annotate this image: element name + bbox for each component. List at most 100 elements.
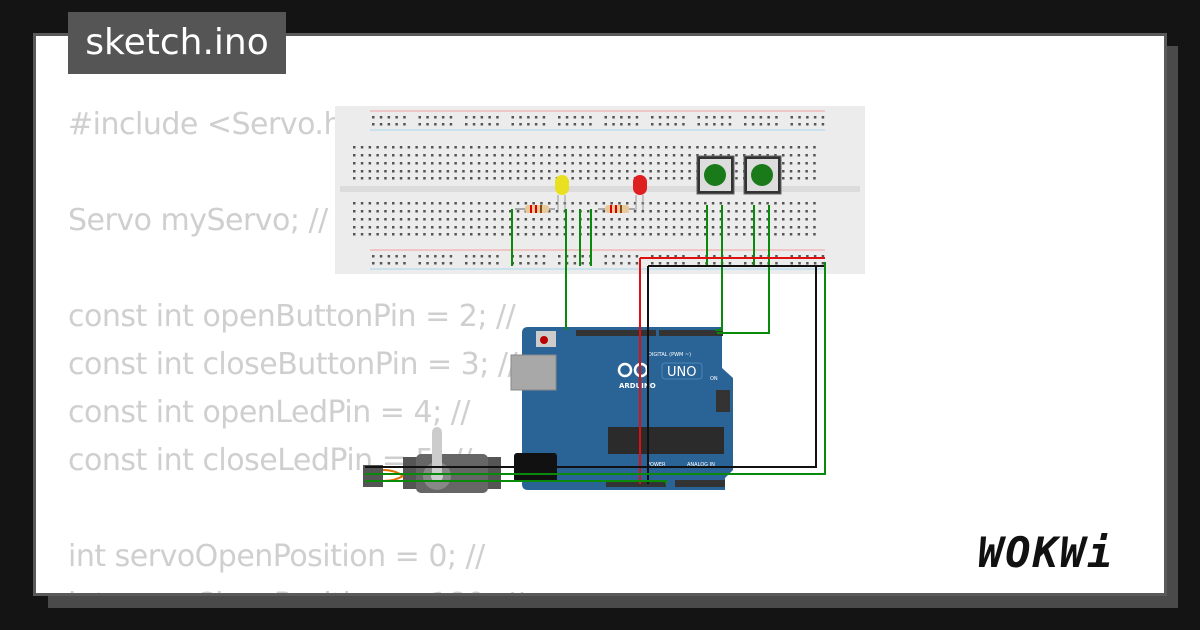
code-line: Servo myServo; // [68, 203, 328, 238]
breadboard-hole [774, 210, 777, 213]
breadboard-hole [563, 146, 567, 149]
breadboard-hole [665, 170, 668, 173]
breadboard-hole [657, 170, 660, 173]
breadboard-hole [493, 218, 496, 221]
led-yellow[interactable] [555, 175, 569, 210]
breadboard-hole [431, 162, 434, 165]
on-label: ON [710, 376, 718, 382]
breadboard-hole [665, 202, 668, 205]
breadboard-hole [641, 218, 645, 221]
breadboard-hole [618, 177, 621, 180]
breadboard-hole [658, 123, 662, 126]
breadboard-hole [813, 218, 816, 221]
breadboard-hole [470, 226, 473, 229]
breadboard-hole [480, 123, 484, 126]
breadboard-hole [618, 146, 621, 149]
arduino-uno[interactable]: ARDUINO UNO DIGITAL (PWM ~) ON POWER ANA… [510, 327, 733, 490]
code-line: #include <Servo.h [68, 107, 342, 142]
breadboard-hole [688, 202, 691, 205]
breadboard-hole [711, 210, 715, 213]
breadboard-hole [462, 226, 465, 229]
breadboard-hole [392, 146, 395, 149]
breadboard-hole [524, 170, 528, 173]
breadboard-hole [353, 162, 356, 165]
breadboard-hole [415, 146, 418, 149]
breadboard-hole [395, 262, 398, 265]
breadboard-hole [399, 154, 403, 157]
breadboard-hole [758, 210, 762, 213]
breadboard-hole [571, 146, 574, 149]
breadboard-hole [633, 162, 637, 165]
breadboard-hole [477, 177, 481, 180]
breadboard-hole [711, 233, 715, 236]
breadboard-hole [563, 210, 567, 213]
breadboard-hole [641, 233, 645, 236]
breadboard-hole [392, 202, 395, 205]
breadboard-hole [579, 162, 582, 165]
breadboard-hole [805, 218, 808, 221]
breadboard-hole [493, 210, 496, 213]
breadboard-hole [649, 170, 652, 173]
breadboard-hole [573, 123, 577, 126]
breadboard-hole [470, 162, 473, 165]
breadboard-hole [407, 154, 411, 157]
breadboard-hole [376, 154, 379, 157]
breadboard-hole [728, 116, 732, 119]
led-red[interactable] [633, 175, 647, 210]
breadboard-hole [682, 255, 685, 258]
breadboard-hole [555, 162, 559, 165]
breadboard-hole [696, 210, 699, 213]
breadboard-hole [446, 233, 450, 236]
breadboard-hole [509, 154, 512, 157]
breadboard-hole [501, 210, 504, 213]
push-button-open[interactable] [696, 155, 735, 195]
breadboard-hole [558, 116, 561, 119]
breadboard-hole [604, 116, 607, 119]
breadboard-hole [602, 218, 606, 221]
breadboard-hole [789, 162, 793, 165]
breadboard-hole [688, 218, 691, 221]
breadboard-hole [516, 154, 520, 157]
breadboard-hole [665, 226, 668, 229]
breadboard-hole [805, 154, 808, 157]
breadboard-hole [493, 162, 496, 165]
digital-header-label: DIGITAL (PWM ~) [648, 352, 691, 358]
breadboard-hole [651, 116, 654, 119]
breadboard-hole [516, 146, 520, 149]
push-button-close[interactable] [743, 155, 782, 195]
breadboard-hole [626, 162, 629, 165]
servo-motor[interactable] [363, 427, 501, 493]
breadboard-hole [360, 162, 364, 165]
breadboard-hole [782, 233, 785, 236]
breadboard-hole [441, 123, 445, 126]
breadboard-hole [470, 170, 473, 173]
breadboard-hole [423, 146, 426, 149]
breadboard-hole [426, 262, 429, 265]
breadboard-hole [454, 202, 457, 205]
breadboard-hole [392, 210, 395, 213]
breadboard-hole [758, 146, 762, 149]
breadboard-hole [360, 226, 364, 229]
breadboard-hole [626, 202, 629, 205]
breadboard-hole [501, 218, 504, 221]
breadboard-hole [532, 202, 535, 205]
breadboard-hole [672, 218, 676, 221]
breadboard-hole [649, 210, 652, 213]
breadboard-hole [353, 202, 356, 205]
breadboard-hole [407, 162, 411, 165]
breadboard-hole [806, 123, 809, 126]
breadboard-hole [735, 162, 738, 165]
breadboard-hole [423, 170, 426, 173]
breadboard-hole [376, 226, 379, 229]
breadboard-hole [581, 116, 584, 119]
breadboard-hole [415, 218, 418, 221]
breadboard-hole [493, 202, 496, 205]
breadboard-hole [372, 262, 375, 265]
breadboard-hole [782, 170, 785, 173]
breadboard-hole [806, 262, 809, 265]
breadboard-hole [610, 202, 613, 205]
breadboard-hole [797, 162, 801, 165]
breadboard-hole [589, 116, 592, 119]
breadboard-hole [441, 255, 445, 258]
breadboard-hole [666, 116, 670, 119]
